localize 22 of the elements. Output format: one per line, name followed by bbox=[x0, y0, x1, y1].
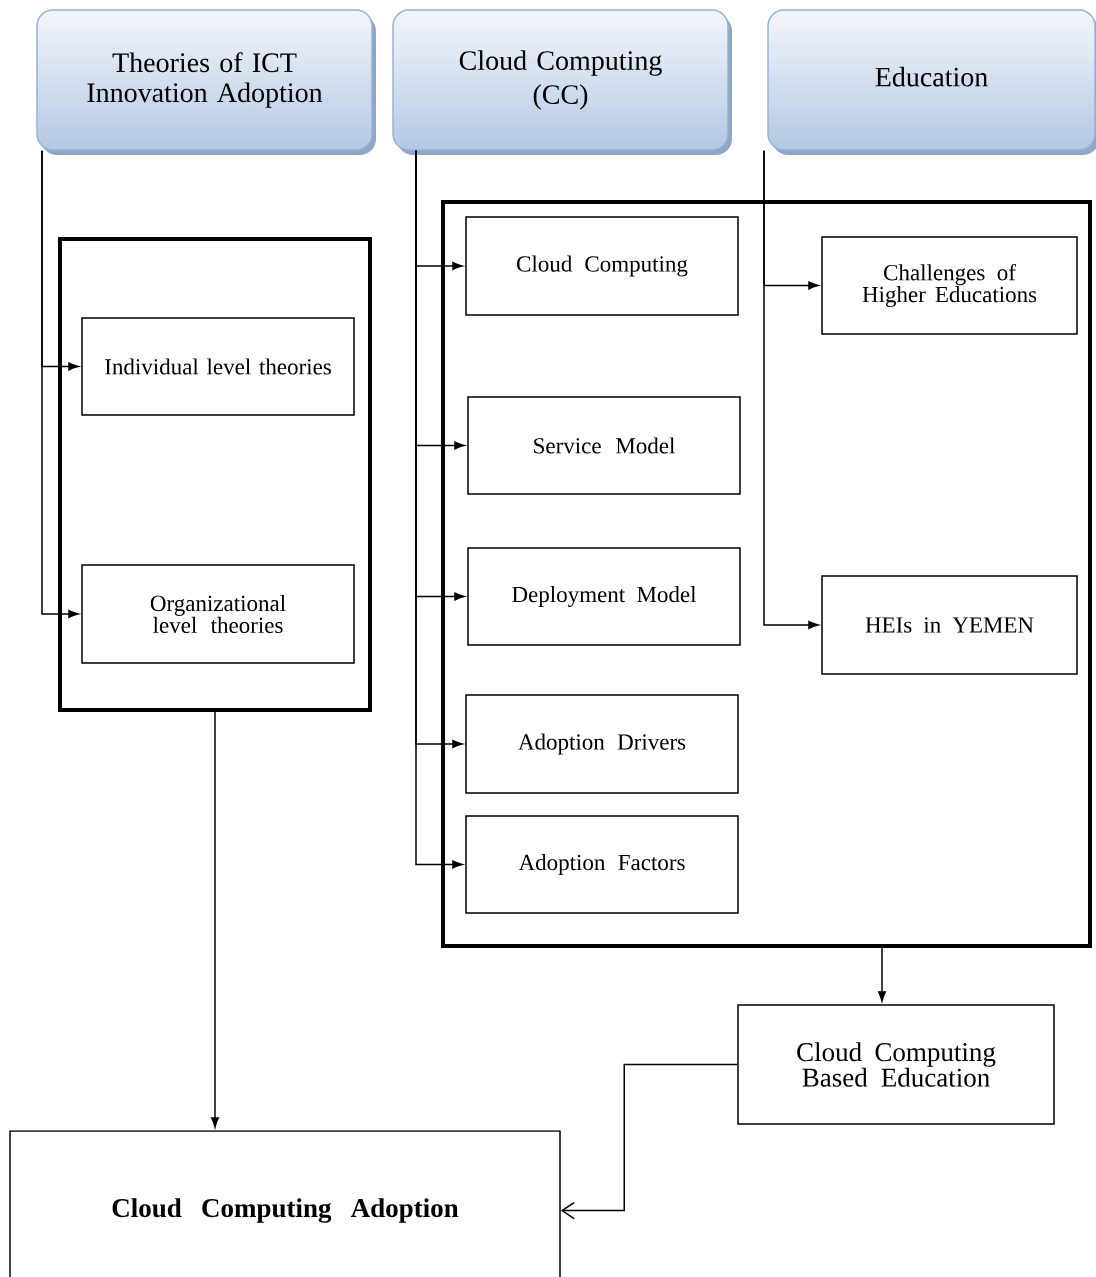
topic-box: Adoption Factors bbox=[465, 815, 739, 914]
arrow bbox=[211, 709, 219, 1128]
group-frame bbox=[441, 200, 1092, 948]
topic-box: Service Model bbox=[467, 396, 741, 495]
result-box: Cloud Computing Adoption bbox=[9, 1130, 561, 1277]
arrow bbox=[415, 150, 463, 869]
arrow bbox=[560, 1063, 738, 1220]
topic-box: Organizational level theories bbox=[81, 564, 355, 664]
arrow bbox=[41, 150, 79, 618]
topic-box: Cloud Computing bbox=[465, 216, 739, 316]
arrow bbox=[763, 150, 819, 629]
arrow bbox=[878, 945, 886, 1002]
topic-box: Challenges of Higher Educations bbox=[821, 236, 1078, 335]
topic-box: HEIs in YEMEN bbox=[821, 575, 1078, 675]
topic-box: Cloud Computing Based Education bbox=[737, 1004, 1055, 1125]
rounded-header-box: Education bbox=[767, 9, 1096, 151]
rounded-header-box: Theories of ICT Innovation Adoption bbox=[36, 9, 373, 151]
rounded-header-box: Cloud Computing (CC) bbox=[392, 9, 729, 151]
topic-box: Individual level theories bbox=[81, 317, 355, 416]
topic-box: Deployment Model bbox=[467, 547, 741, 646]
group-frame bbox=[58, 237, 372, 712]
topic-box: Adoption Drivers bbox=[465, 694, 739, 794]
